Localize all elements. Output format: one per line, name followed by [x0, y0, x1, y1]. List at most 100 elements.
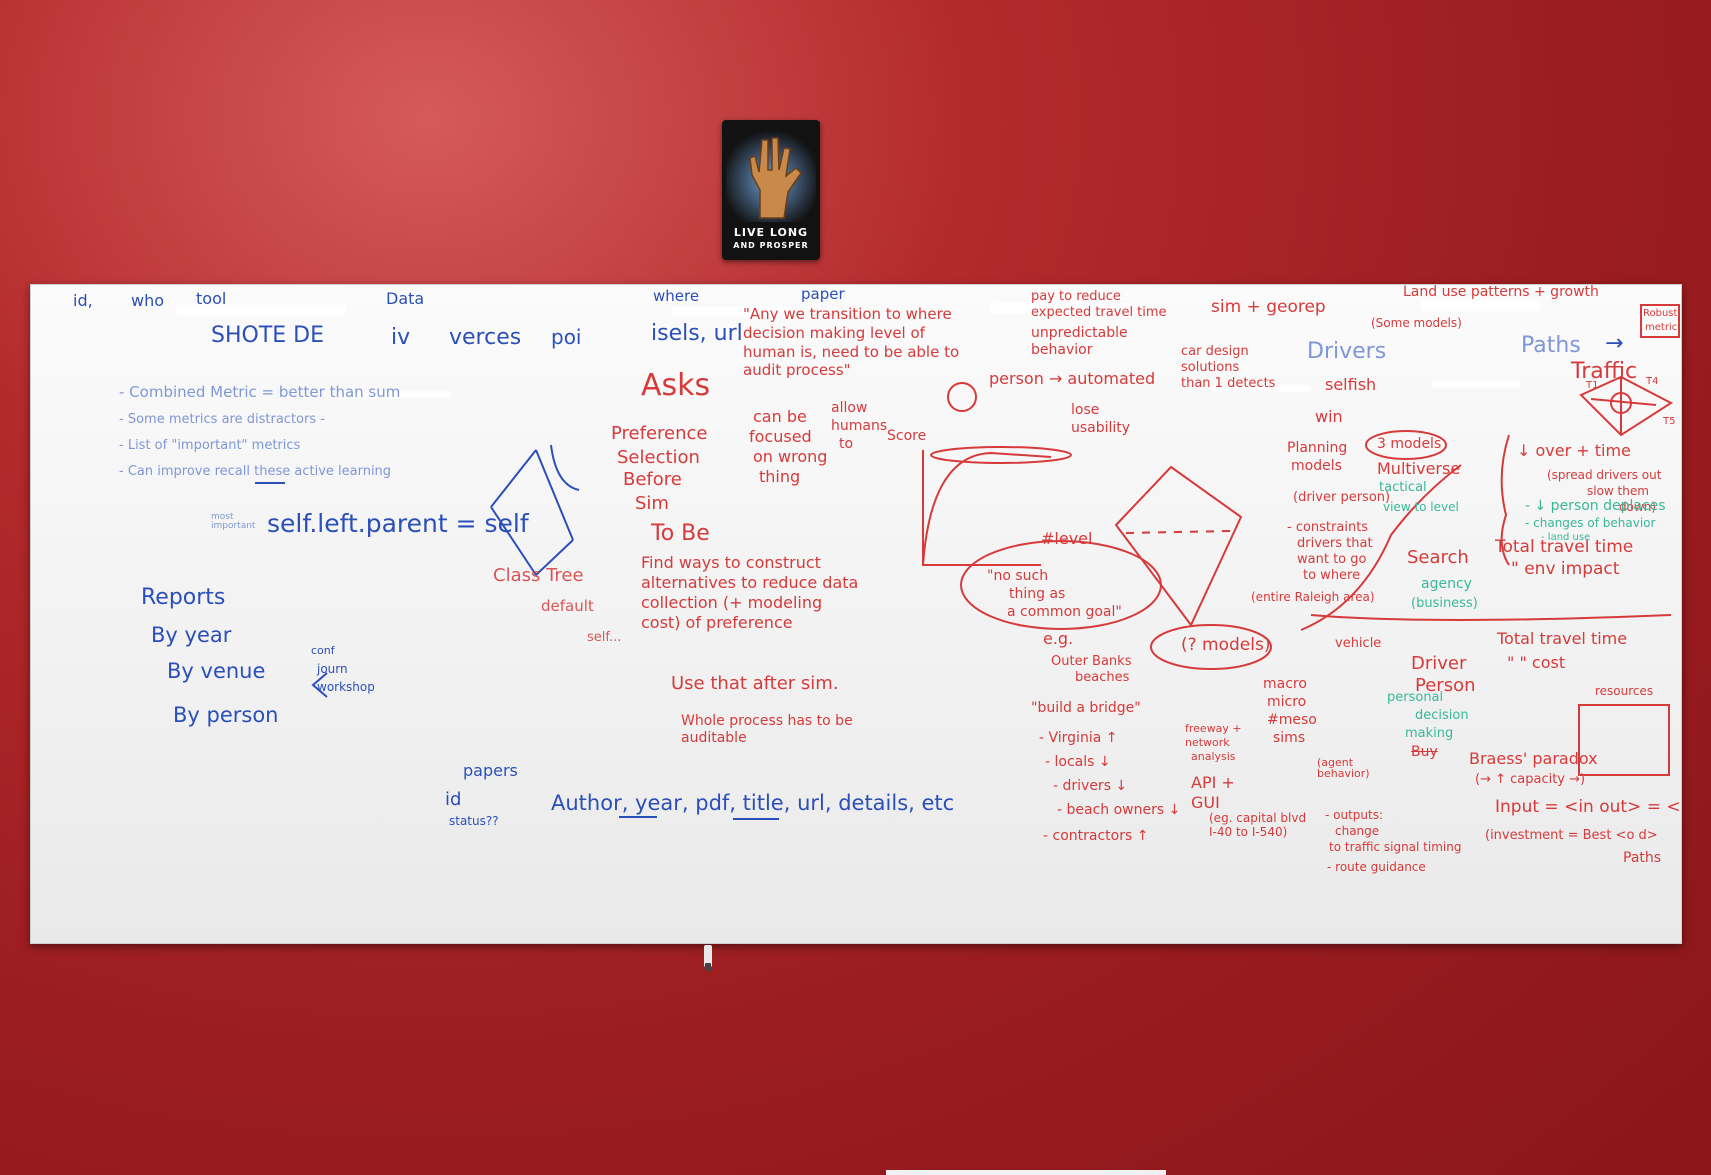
score-label: Score: [887, 428, 927, 444]
can-be-line: thing: [759, 467, 801, 486]
header-row-iv: iv: [391, 325, 411, 350]
models-ellipse: [1150, 624, 1272, 670]
class-tree-label: Class Tree: [493, 565, 584, 586]
status-label: status??: [449, 814, 499, 828]
robust-metric-box: [1640, 304, 1680, 338]
outputs-note: - route guidance: [1327, 860, 1426, 874]
node-label: T4: [1646, 376, 1659, 387]
macro-micro: macro: [1263, 676, 1307, 692]
floor-strip: [886, 1170, 1166, 1175]
over-time: ↓ over + time: [1517, 441, 1631, 460]
preference-line: Before: [623, 469, 682, 490]
tree-diagram: [490, 444, 580, 576]
allow-line: allow: [831, 400, 868, 416]
api-gui: GUI: [1191, 793, 1220, 812]
sim-georep: sim + georep: [1211, 297, 1326, 317]
header-label-paper: paper: [801, 285, 845, 303]
papers-label: papers: [463, 761, 518, 780]
driver-person-note: want to go: [1297, 552, 1367, 567]
driver-person-note: to where: [1303, 568, 1361, 583]
spread-drivers: down): [1619, 500, 1657, 514]
live-long-prosper-poster: LIVE LONG AND PROSPER: [722, 120, 820, 260]
score-axes: [922, 450, 1041, 566]
outputs-note: change: [1335, 824, 1380, 838]
tactical-note: tactical: [1379, 480, 1427, 495]
self-label: self...: [587, 630, 622, 645]
sketch-strokes: [255, 304, 1680, 820]
paper-fields: Author, year, pdf, title, url, details, …: [551, 791, 955, 815]
impact-item: - Virginia ↑: [1039, 730, 1118, 746]
diamond-dashes: [1125, 530, 1232, 534]
robust-metric: metric: [1645, 322, 1678, 333]
outputs-note: to traffic signal timing: [1329, 840, 1462, 854]
spread-drivers: (spread drivers out: [1547, 468, 1662, 482]
planning-models: models: [1291, 458, 1342, 474]
robust-metric: Robust: [1643, 308, 1678, 319]
travel-node: [1610, 392, 1632, 414]
drivers-label: Drivers: [1307, 339, 1387, 364]
teal-note: - land use: [1541, 532, 1591, 543]
driver-person-note: (driver person): [1293, 490, 1391, 505]
marker-A: [947, 382, 977, 412]
three-models-ellipse: [1365, 430, 1447, 460]
total-travel-1: Total travel time: [1495, 537, 1634, 557]
allow-line: humans: [831, 418, 888, 434]
input-formula: Input = <in out> = <o d>: [1495, 797, 1681, 817]
header-row-url: isels, url: [651, 321, 743, 346]
common-goal: "no such: [987, 568, 1049, 584]
light-reflection: [1431, 381, 1521, 388]
code-snippet: self.left.parent = self: [267, 509, 529, 538]
right-brace: [1500, 434, 1510, 566]
outer-banks: Outer Banks: [1051, 654, 1132, 669]
driver-person-note: drivers that: [1297, 536, 1373, 551]
to-be-item-a: Find ways to construct alternatives to r…: [641, 553, 859, 632]
light-reflection: [671, 307, 791, 317]
right-top-note: unpredictable behavior: [1031, 325, 1128, 358]
light-reflection: [991, 303, 1131, 313]
macro-micro: micro: [1267, 694, 1307, 710]
reports-item: By person: [173, 703, 279, 727]
teal-note: - ↓ person deplaces: [1525, 498, 1666, 514]
reports-item: By year: [151, 623, 232, 647]
search-label: Search: [1407, 547, 1469, 568]
divider-line: [1310, 614, 1672, 621]
note-line: - Combined Metric = better than sum: [119, 383, 401, 401]
note-line: - Some metrics are distractors -: [119, 412, 325, 427]
driver-person-note: - constraints: [1287, 520, 1369, 535]
diamond-diagram: [1114, 465, 1243, 627]
tactical-note: view to level: [1383, 500, 1459, 514]
impact-item: - drivers ↓: [1053, 778, 1128, 794]
buy-label: Buy: [1411, 744, 1438, 760]
preference-line: Selection: [617, 447, 700, 468]
reports-heading: Reports: [141, 585, 226, 610]
agent-behavior: (agent behavior): [1317, 756, 1370, 780]
agency-note: agency: [1421, 576, 1472, 592]
venue-type: conf: [311, 644, 335, 657]
marker-holder: [704, 945, 712, 967]
capital-note: (eg. capital blvd I-40 to I-540): [1209, 811, 1307, 840]
person-automated: person → automated: [989, 369, 1156, 388]
common-goal-ellipse: [960, 540, 1162, 630]
common-goal: thing as: [1009, 586, 1066, 602]
can-be-line: focused: [749, 427, 812, 446]
light-reflection: [341, 391, 451, 398]
personal-decision: making: [1405, 726, 1454, 741]
poster-subtitle: AND PROSPER: [733, 241, 809, 250]
node-label: T5: [1663, 416, 1676, 427]
venue-type: workshop: [317, 680, 375, 694]
asks-heading: Asks: [641, 368, 711, 403]
macro-micro: #meso: [1267, 712, 1317, 728]
freeway-note: network: [1185, 736, 1230, 749]
lose-usability: usability: [1071, 420, 1131, 436]
traffic-label: Traffic: [1571, 359, 1638, 384]
vehicle-label: vehicle: [1335, 636, 1382, 651]
paths-note: Paths: [1623, 850, 1662, 866]
teal-note: - changes of behavior: [1525, 516, 1656, 530]
impact-item: - locals ↓: [1045, 754, 1111, 770]
land-use: Land use patterns + growth: [1403, 284, 1599, 300]
driver-person-note: (entire Raleigh area): [1251, 590, 1375, 604]
id-label: id: [445, 789, 462, 810]
driver-person: Driver: [1411, 653, 1467, 674]
note-line: - Can improve recall these active learni…: [119, 464, 392, 479]
whiteboard: id, who tool Data where paper SHOTE DE i…: [30, 284, 1682, 944]
